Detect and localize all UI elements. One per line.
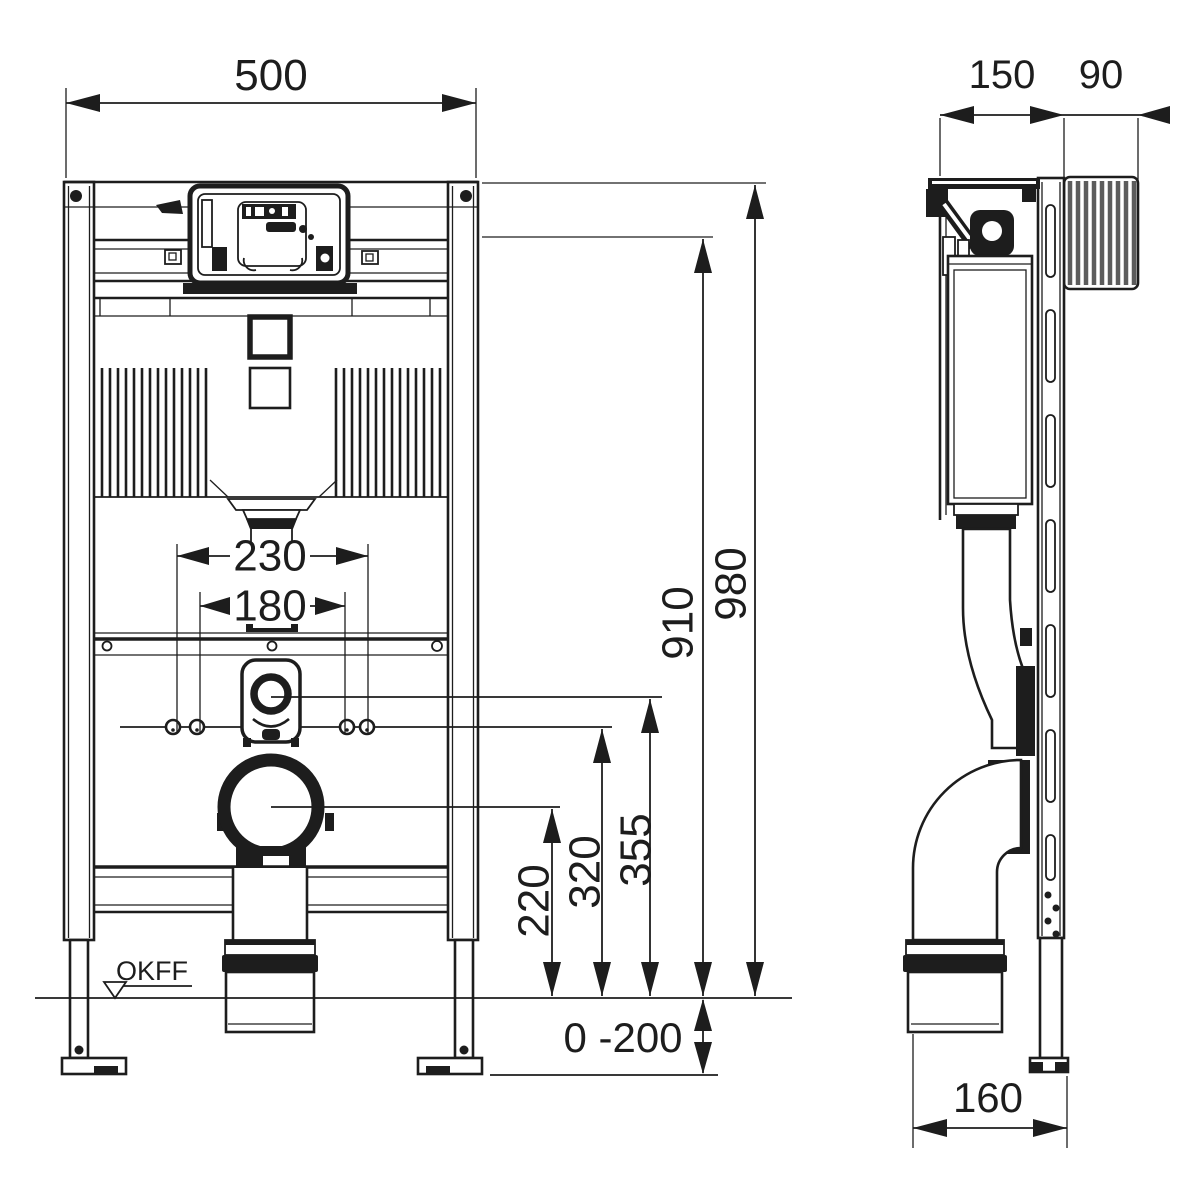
pan-bracket-icon (1016, 666, 1035, 756)
fixing-rod-holes (120, 718, 612, 736)
dim-width-label: 500 (234, 51, 307, 100)
dim-outer-spacing-label: 230 (233, 532, 306, 581)
tank-body (946, 254, 1034, 506)
side-dimensions: 150 90 160 (912, 53, 1170, 1148)
gasket-ring (222, 955, 318, 972)
dim-upper-height: 910 (482, 236, 713, 996)
cistern-funnel (226, 498, 317, 543)
frame-rail-side (1028, 176, 1070, 1074)
dim-front-width: 500 (65, 51, 477, 178)
dim-inner-spacing: 180 (199, 582, 346, 734)
dim-frame-depth: 150 90 (939, 53, 1170, 240)
adjustable-legs (60, 938, 484, 1076)
rod-holder-icon (246, 624, 298, 632)
dim-upper-height-label: 910 (654, 586, 703, 659)
lever-icon (156, 200, 183, 214)
flush-mechanism-box (183, 183, 357, 294)
cistern-front (94, 296, 448, 498)
corner-bolt-icon (460, 190, 472, 202)
drain-elbow (911, 758, 1030, 942)
dim-floor-adjust-label: 0 -200 (563, 1014, 682, 1061)
drain-outlet (217, 753, 560, 868)
frame-rail-right (446, 180, 480, 942)
dim-floor-adjust: 0 -200 (563, 999, 712, 1074)
dim-rod-height: 320 (561, 729, 611, 996)
dim-outlet-height: 220 (510, 809, 561, 996)
dim-frame-depth-label: 150 (969, 53, 1036, 97)
leg-side (1038, 936, 1064, 1060)
side-view (903, 175, 1140, 1074)
flush-plate-opening-lower (248, 366, 292, 410)
cistern-side (926, 178, 1040, 529)
dim-inner-spacing-label: 180 (233, 582, 306, 631)
middle-cross-rail (94, 632, 448, 656)
drain-sleeve-side (903, 939, 1007, 1034)
dim-inlet-height: 355 (612, 699, 661, 996)
front-dimensions: 500 230 180 980 (65, 51, 766, 1074)
dim-outlet-offset: 160 (912, 1034, 1068, 1148)
flush-pipe-side (961, 527, 1035, 756)
protection-box (1062, 175, 1140, 291)
frame-rail-left (62, 180, 96, 942)
dim-total-height: 980 (482, 182, 766, 996)
dim-box-depth-label: 90 (1079, 53, 1124, 97)
dim-inlet-height-label: 355 (612, 813, 661, 886)
front-view: OKFF (35, 180, 792, 1076)
gasket-ring (903, 955, 1007, 972)
okff-label: OKFF (116, 956, 188, 986)
floor-reference: OKFF (35, 956, 792, 1076)
level-triangle-icon (102, 981, 128, 1000)
dim-rod-height-label: 320 (561, 835, 610, 908)
flush-plate-opening-upper (247, 314, 293, 360)
dim-outlet-height-label: 220 (510, 864, 559, 937)
drain-pipe-front (222, 868, 318, 1034)
corner-bolt-icon (70, 190, 82, 202)
water-inlet-unit (240, 658, 662, 747)
dim-outlet-offset-label: 160 (953, 1074, 1023, 1121)
dim-outer-spacing: 230 (176, 532, 369, 734)
dim-total-height-label: 980 (707, 547, 756, 620)
cistern-hatch-right (334, 368, 442, 497)
cistern-hatch-left (100, 368, 208, 497)
